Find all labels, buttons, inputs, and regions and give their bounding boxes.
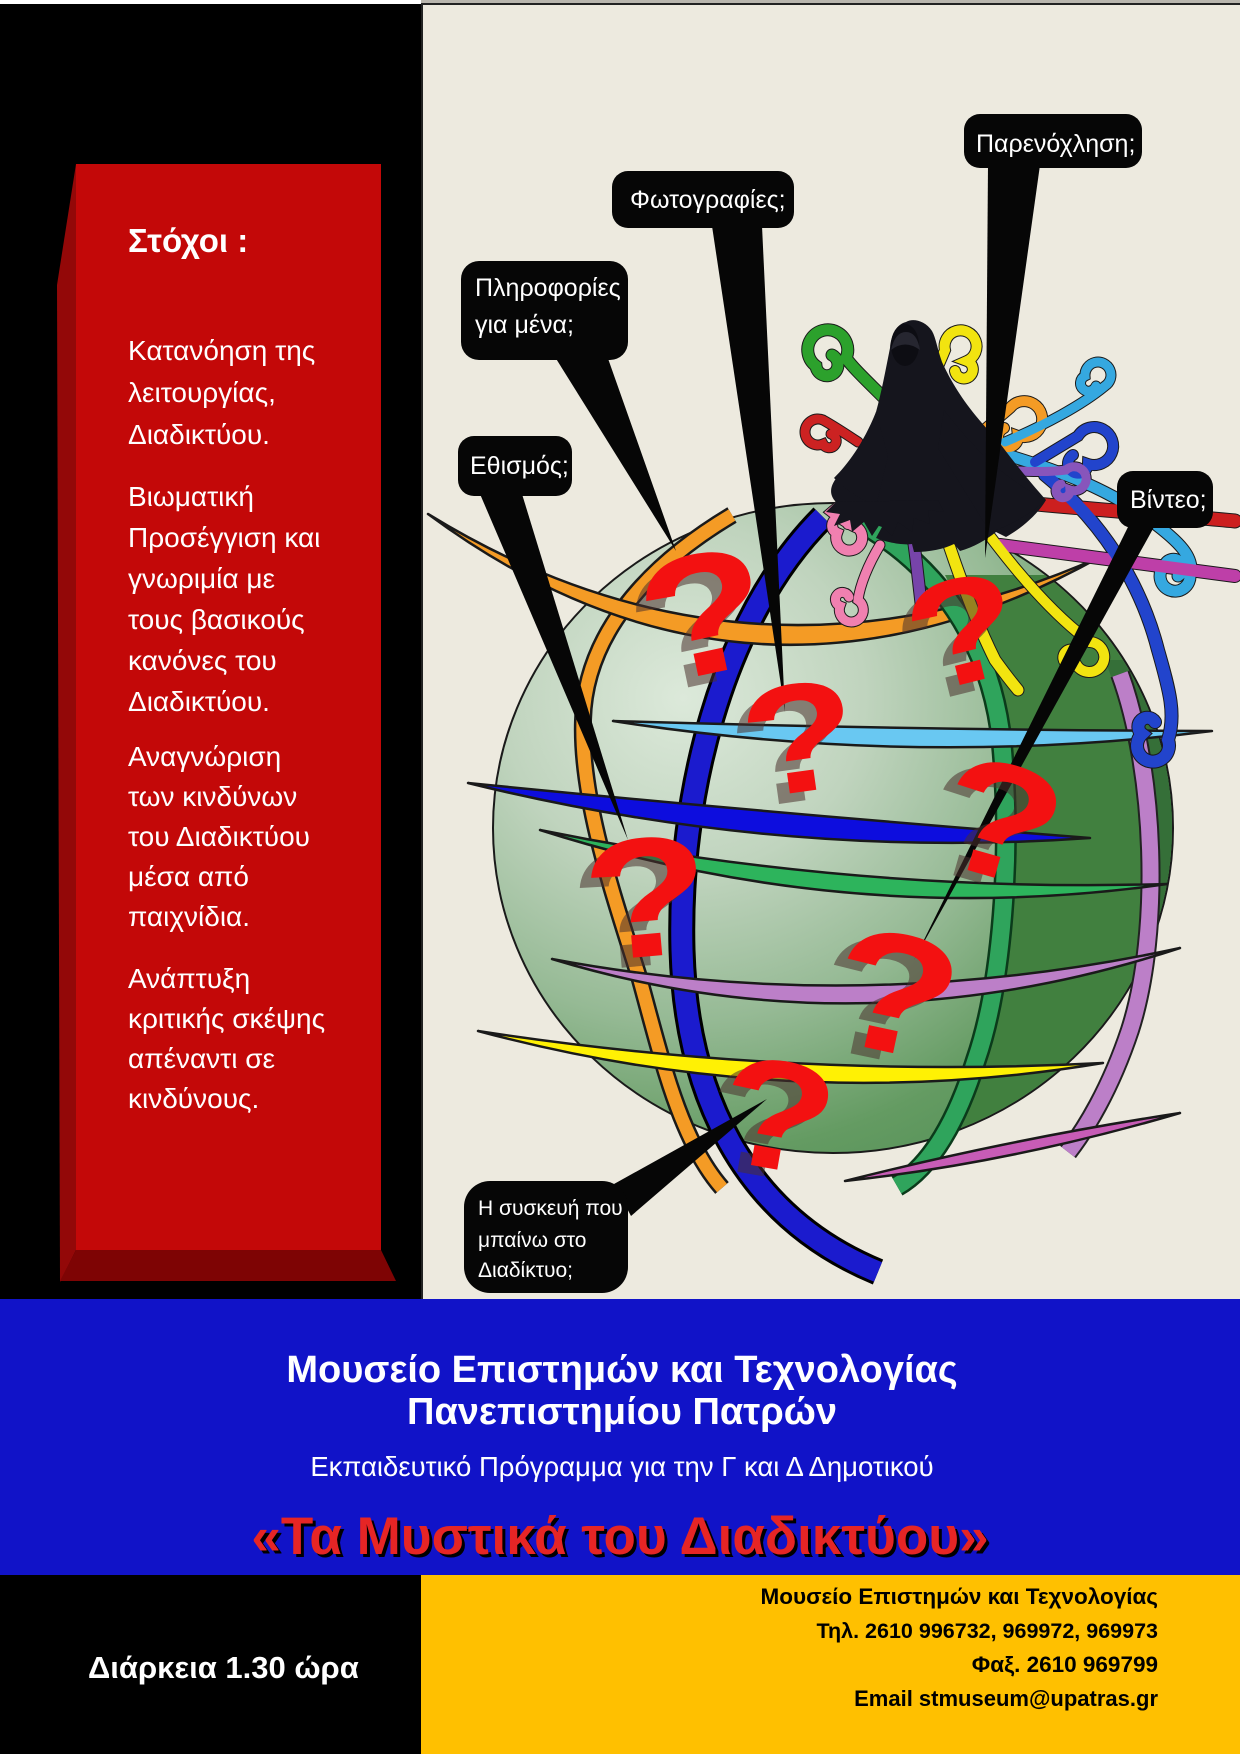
- svg-text:«Τα Μυστικά του Διαδικτύου»: «Τα Μυστικά του Διαδικτύου»: [251, 1507, 988, 1566]
- svg-text:μπαίνω στο: μπαίνω στο: [478, 1229, 586, 1252]
- svg-text:για μένα;: για μένα;: [475, 311, 574, 339]
- svg-text:Φωτογραφίες;: Φωτογραφίες;: [630, 186, 786, 214]
- svg-text:Διάρκεια 1.30 ώρα: Διάρκεια 1.30 ώρα: [88, 1650, 359, 1685]
- svg-text:Στόχοι :: Στόχοι :: [128, 222, 248, 259]
- svg-text:Διαδίκτυο;: Διαδίκτυο;: [478, 1259, 573, 1282]
- svg-text:?: ?: [730, 644, 869, 832]
- svg-text:Βιωματική: Βιωματική: [128, 481, 254, 512]
- svg-text:Προσέγγιση και: Προσέγγιση και: [128, 522, 320, 553]
- svg-text:του Διαδικτύου: του Διαδικτύου: [128, 821, 310, 852]
- svg-text:«Τα Μυστικά του Διαδικτύου»: «Τα Μυστικά του Διαδικτύου»: [254, 1510, 991, 1569]
- svg-text:Διαδικτύου.: Διαδικτύου.: [128, 419, 270, 450]
- svg-text:κινδύνους.: κινδύνους.: [128, 1083, 259, 1114]
- svg-text:?: ?: [576, 798, 719, 998]
- svg-text:Κατανόηση της: Κατανόηση της: [128, 335, 315, 366]
- svg-text:Ανάπτυξη: Ανάπτυξη: [128, 963, 250, 994]
- svg-text:Πληροφορίες: Πληροφορίες: [475, 274, 621, 302]
- svg-text:των κινδύνων: των κινδύνων: [128, 781, 297, 812]
- svg-text:Μουσείο Επιστημών και Τεχνολογ: Μουσείο Επιστημών και Τεχνολογίας: [761, 1584, 1158, 1609]
- svg-text:γνωριμία με: γνωριμία με: [128, 563, 275, 594]
- svg-text:λειτουργίας,: λειτουργίας,: [128, 377, 276, 408]
- svg-text:Εθισμός;: Εθισμός;: [470, 452, 569, 480]
- svg-text:Εκπαιδευτικό Πρόγραμμα για την: Εκπαιδευτικό Πρόγραμμα για την Γ και Δ Δ…: [310, 1451, 933, 1482]
- svg-text:κανόνες του: κανόνες του: [128, 645, 277, 676]
- svg-text:κριτικής σκέψης: κριτικής σκέψης: [128, 1003, 325, 1034]
- svg-text:απέναντι σε: απέναντι σε: [128, 1043, 275, 1074]
- svg-text:Μουσείο Επιστημών και Τεχνολο: Μουσείο Επιστημών και Τεχνολογίας: [286, 1349, 957, 1391]
- svg-text:Email stmuseum@upatras.gr: Email stmuseum@upatras.gr: [854, 1686, 1158, 1711]
- svg-text:Παρενόχληση;: Παρενόχληση;: [976, 130, 1135, 158]
- svg-text:τους βασικούς: τους βασικούς: [128, 604, 305, 635]
- svg-text:?: ?: [564, 808, 707, 1008]
- svg-text:Βίντεο;: Βίντεο;: [1130, 486, 1207, 514]
- svg-text:Διαδικτύου.: Διαδικτύου.: [128, 686, 270, 717]
- svg-text:μέσα από: μέσα από: [128, 861, 249, 892]
- svg-text:Η συσκευή που: Η συσκευή που: [478, 1197, 623, 1220]
- svg-text:Πανεπιστημίου Πατρών: Πανεπιστημίου Πατρών: [407, 1391, 837, 1433]
- svg-text:Φαξ. 2610 969799: Φαξ. 2610 969799: [972, 1652, 1158, 1677]
- svg-text:?: ?: [719, 654, 858, 842]
- svg-text:παιχνίδια.: παιχνίδια.: [128, 901, 250, 932]
- svg-text:Αναγνώριση: Αναγνώριση: [128, 741, 281, 772]
- svg-text:Τηλ. 2610 996732, 969972, 9699: Τηλ. 2610 996732, 969972, 969973: [816, 1619, 1158, 1643]
